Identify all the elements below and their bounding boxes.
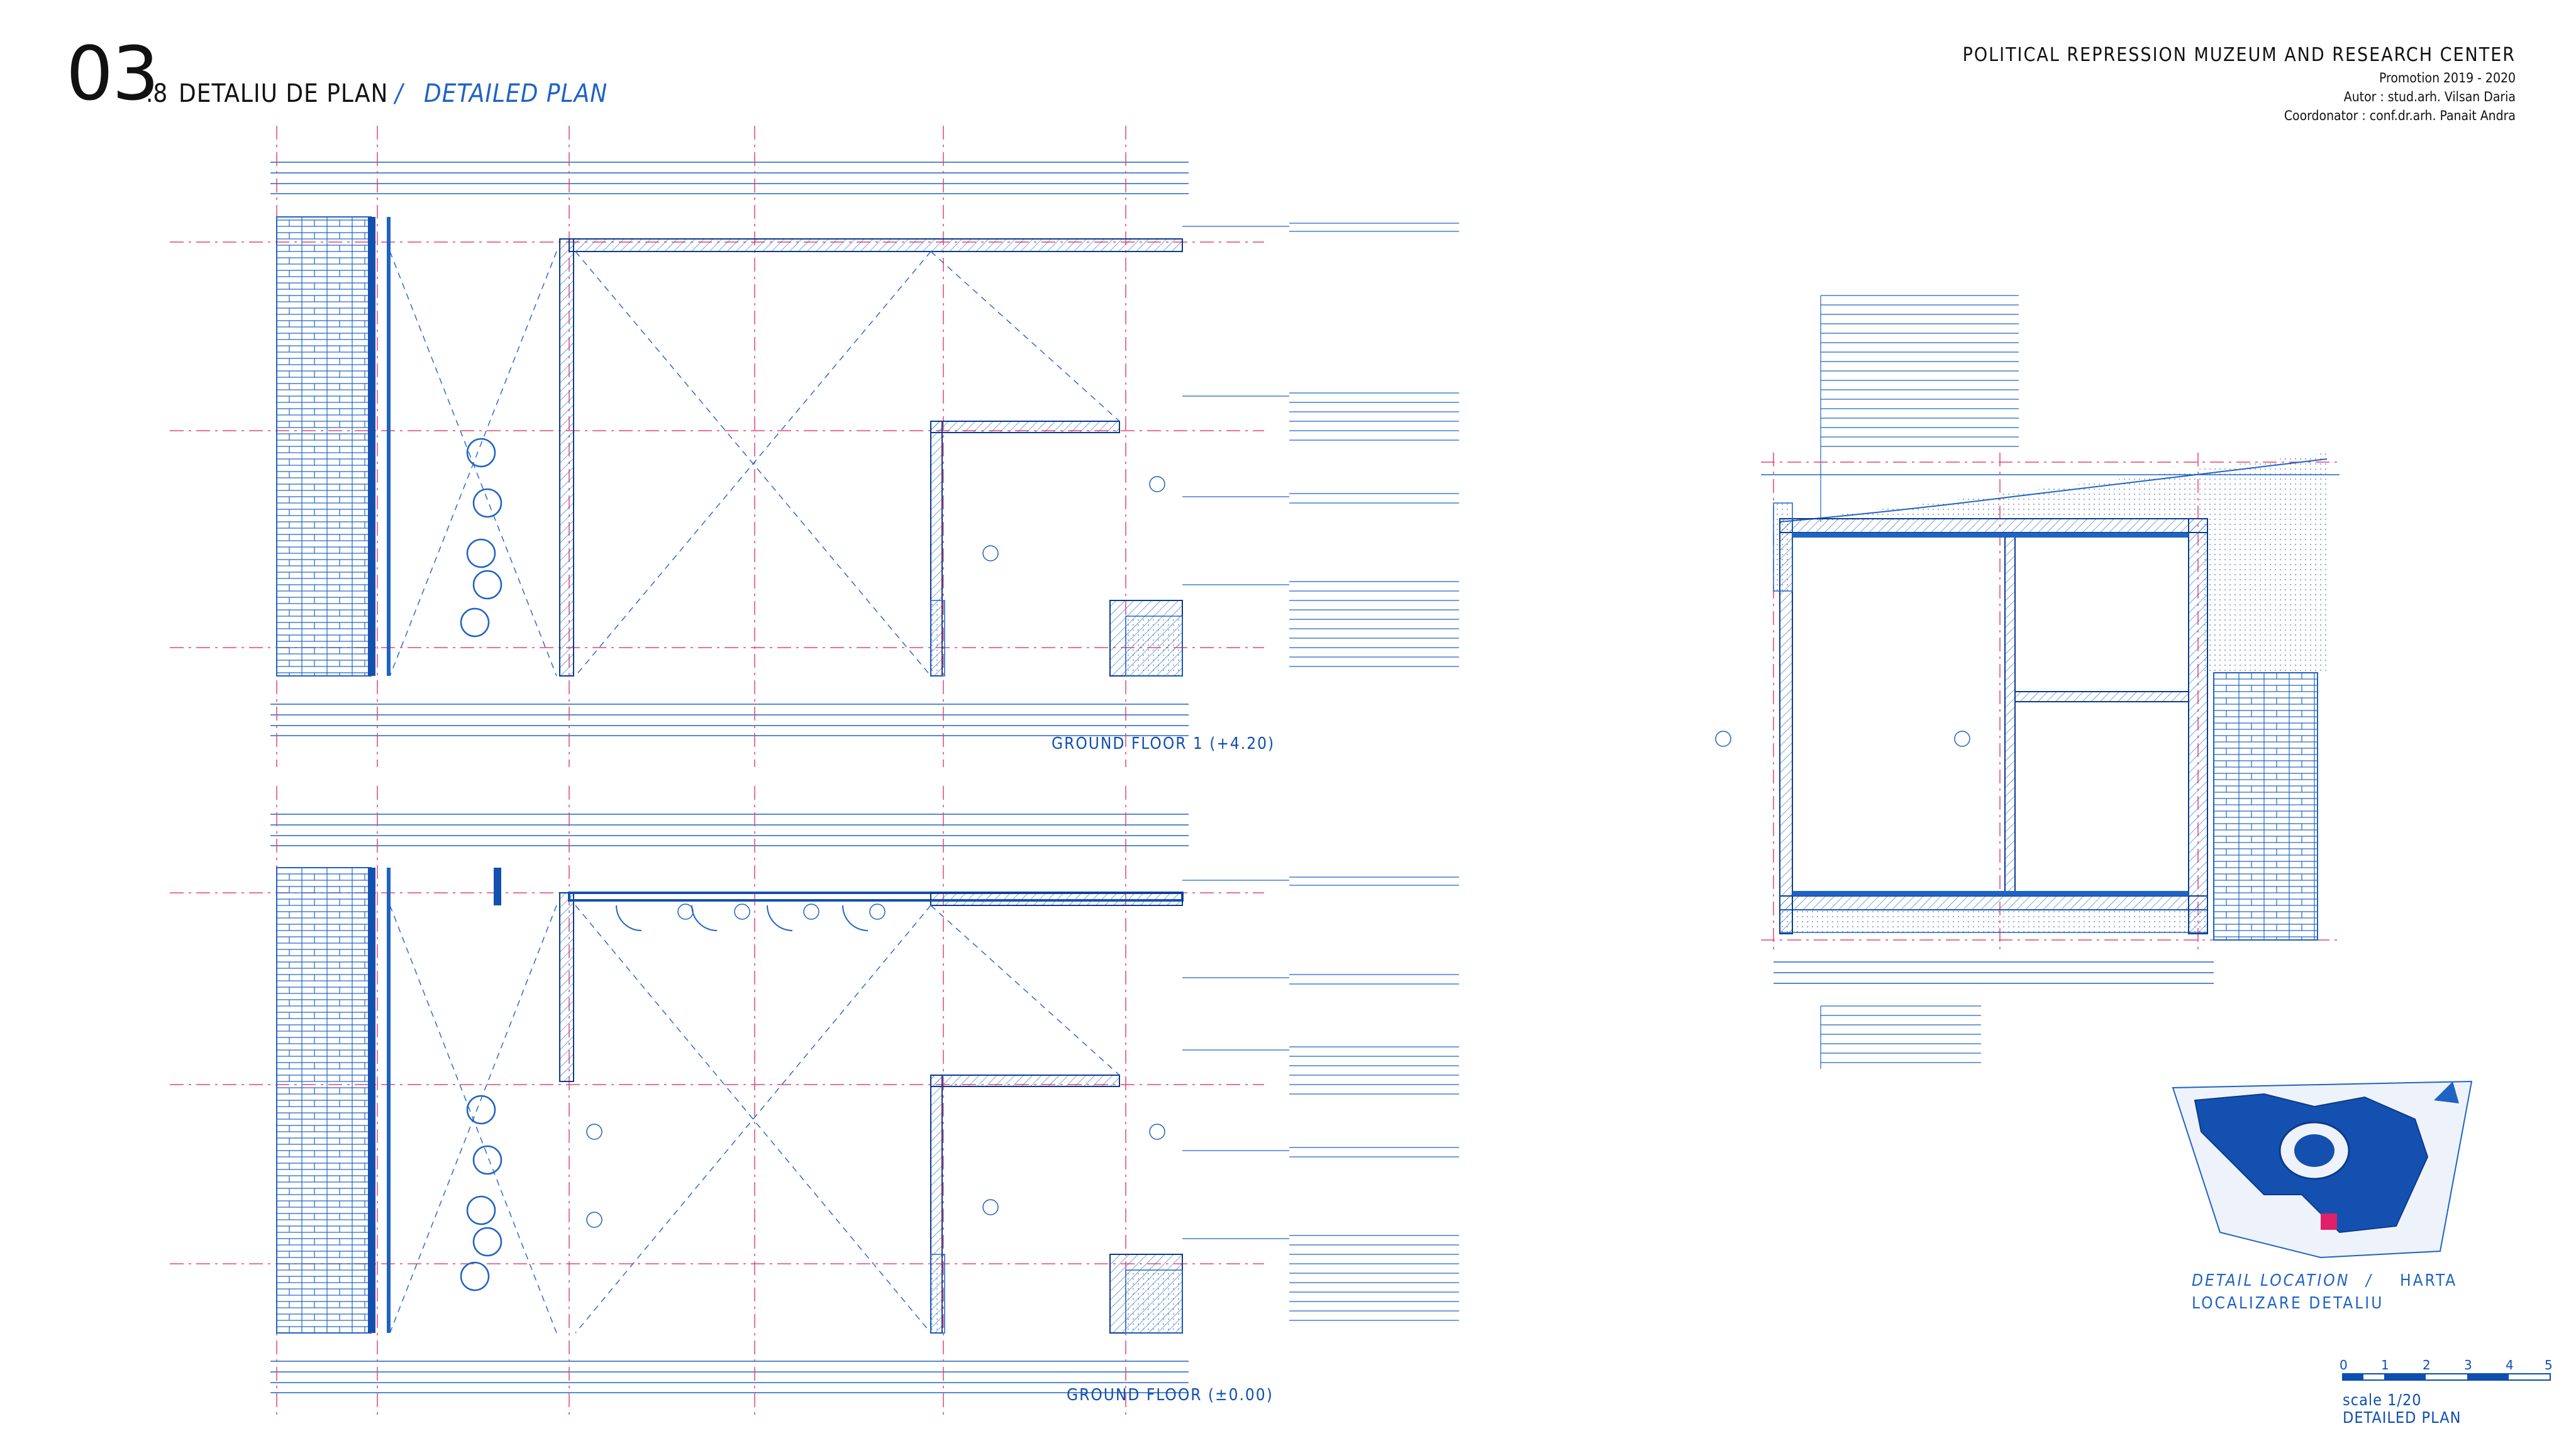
harta-label: HARTA: [2400, 1271, 2458, 1290]
project-coordinator: Coordonator : conf.dr.arh. Panait Andra: [2284, 108, 2516, 123]
localizare-label: LOCALIZARE DETALIU: [2192, 1294, 2384, 1313]
scale-caption: DETAILED PLAN: [2343, 1408, 2462, 1427]
sheet-title-en: DETAILED PLAN: [424, 79, 608, 108]
scale-tick: 2: [2423, 1357, 2431, 1373]
upper-plan-label: GROUND FLOOR 1 (+4.20): [1052, 734, 1275, 753]
sheet-subnumber: .8: [146, 79, 168, 108]
detail-location-label: DETAIL LOCATION: [2192, 1271, 2350, 1290]
scale-tick: 3: [2464, 1357, 2472, 1373]
scale-tick: 1: [2381, 1357, 2389, 1373]
project-title: POLITICAL REPRESSION MUZEUM AND RESEARCH…: [1962, 44, 2516, 66]
sheet-number: 03: [66, 30, 159, 117]
scale-text: scale 1/20: [2343, 1391, 2422, 1409]
section-detail: [1715, 295, 2340, 1069]
scale-tick: 0: [2340, 1357, 2348, 1373]
title-separator: /: [395, 79, 403, 108]
scale-bar: [2342, 1373, 2551, 1381]
project-promotion: Promotion 2019 - 2020: [2379, 70, 2516, 86]
plan-ground-floor-1: [170, 126, 1459, 767]
scale-tick: 4: [2506, 1357, 2514, 1373]
plan-ground-floor: [170, 786, 1459, 1415]
project-author: Autor : stud.arh. Vilsan Daria: [2343, 89, 2516, 104]
sheet-title-ro: DETALIU DE PLAN: [179, 79, 389, 108]
location-separator: /: [2366, 1271, 2373, 1290]
location-map: [2172, 1080, 2473, 1259]
north-arrow-icon: [2434, 1081, 2459, 1103]
scale-tick: 5: [2545, 1357, 2553, 1373]
lower-plan-label: GROUND FLOOR (±0.00): [1067, 1386, 1274, 1405]
